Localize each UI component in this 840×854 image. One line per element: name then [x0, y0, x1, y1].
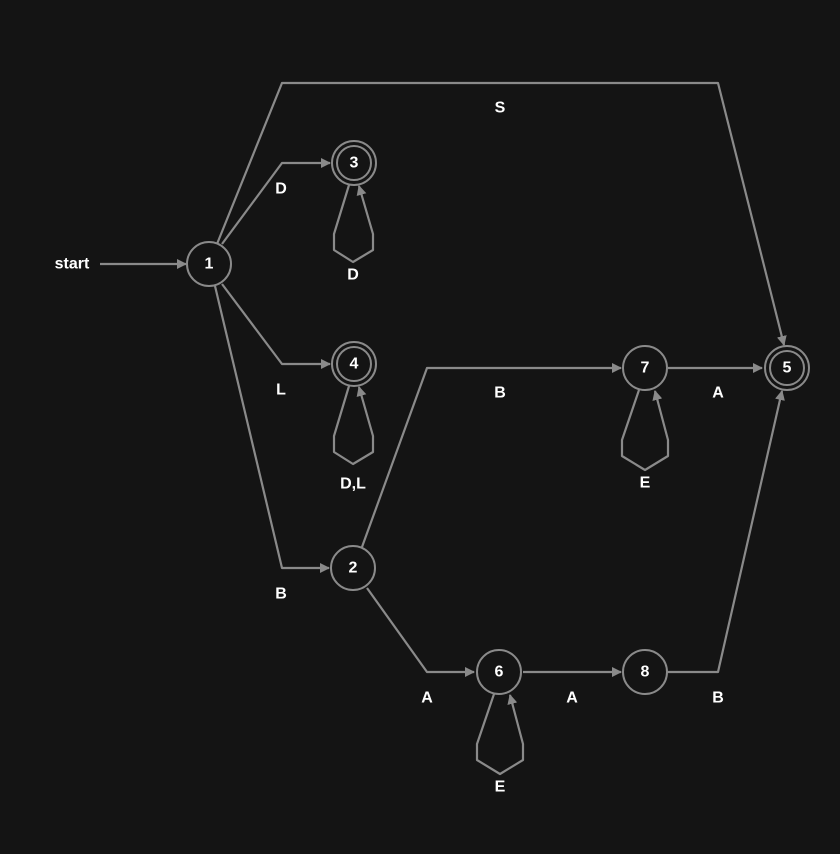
state-8: 8	[622, 649, 668, 695]
state-4-accepting: 4	[331, 341, 377, 387]
label-4-4: D,L	[340, 476, 366, 493]
edge-2-7-b	[360, 363, 622, 548]
label-1-5: S	[495, 100, 506, 117]
loop-7-7-e	[620, 389, 670, 472]
state-8-label: 8	[641, 664, 650, 681]
label-8-5: B	[712, 690, 724, 707]
state-1-label: 1	[205, 256, 214, 273]
loop-4-4-dl	[332, 385, 375, 466]
label-6-8: A	[566, 690, 578, 707]
label-7-7: E	[640, 475, 651, 492]
label-1-2: B	[275, 586, 287, 603]
label-1-4: L	[276, 382, 286, 399]
edge-8-5-b	[667, 390, 785, 674]
label-1-3: D	[275, 181, 287, 198]
state-2-label: 2	[349, 560, 358, 577]
state-5-label: 5	[783, 360, 792, 377]
edge-2-6-a	[366, 587, 475, 677]
state-3-label: 3	[350, 155, 359, 172]
nodes: 1 3 4 2 7 5 6 8	[186, 140, 810, 695]
label-2-6: A	[421, 690, 433, 707]
loop-3-3-d	[332, 184, 375, 264]
edges	[100, 81, 787, 776]
label-3-3: D	[347, 267, 359, 284]
loop-6-6-e	[475, 693, 525, 776]
edge-1-2-b	[213, 285, 330, 573]
label-6-6: E	[495, 779, 506, 796]
state-6-label: 6	[495, 664, 504, 681]
state-5-accepting: 5	[764, 345, 810, 391]
label-7-5: A	[712, 385, 724, 402]
state-4-label: 4	[350, 356, 359, 373]
start-label: start	[55, 256, 90, 273]
state-2: 2	[330, 545, 376, 591]
edge-1-4-l	[221, 283, 331, 369]
state-7-label: 7	[641, 360, 650, 377]
label-2-7: B	[494, 385, 506, 402]
edge-1-5-s	[215, 81, 787, 346]
state-1: 1	[186, 241, 232, 287]
state-3-accepting: 3	[331, 140, 377, 186]
state-6: 6	[476, 649, 522, 695]
edge-labels: start S D D L D,L B B A E A E A B	[55, 100, 725, 796]
state-7: 7	[622, 345, 668, 391]
edge-1-3-d	[221, 158, 331, 245]
